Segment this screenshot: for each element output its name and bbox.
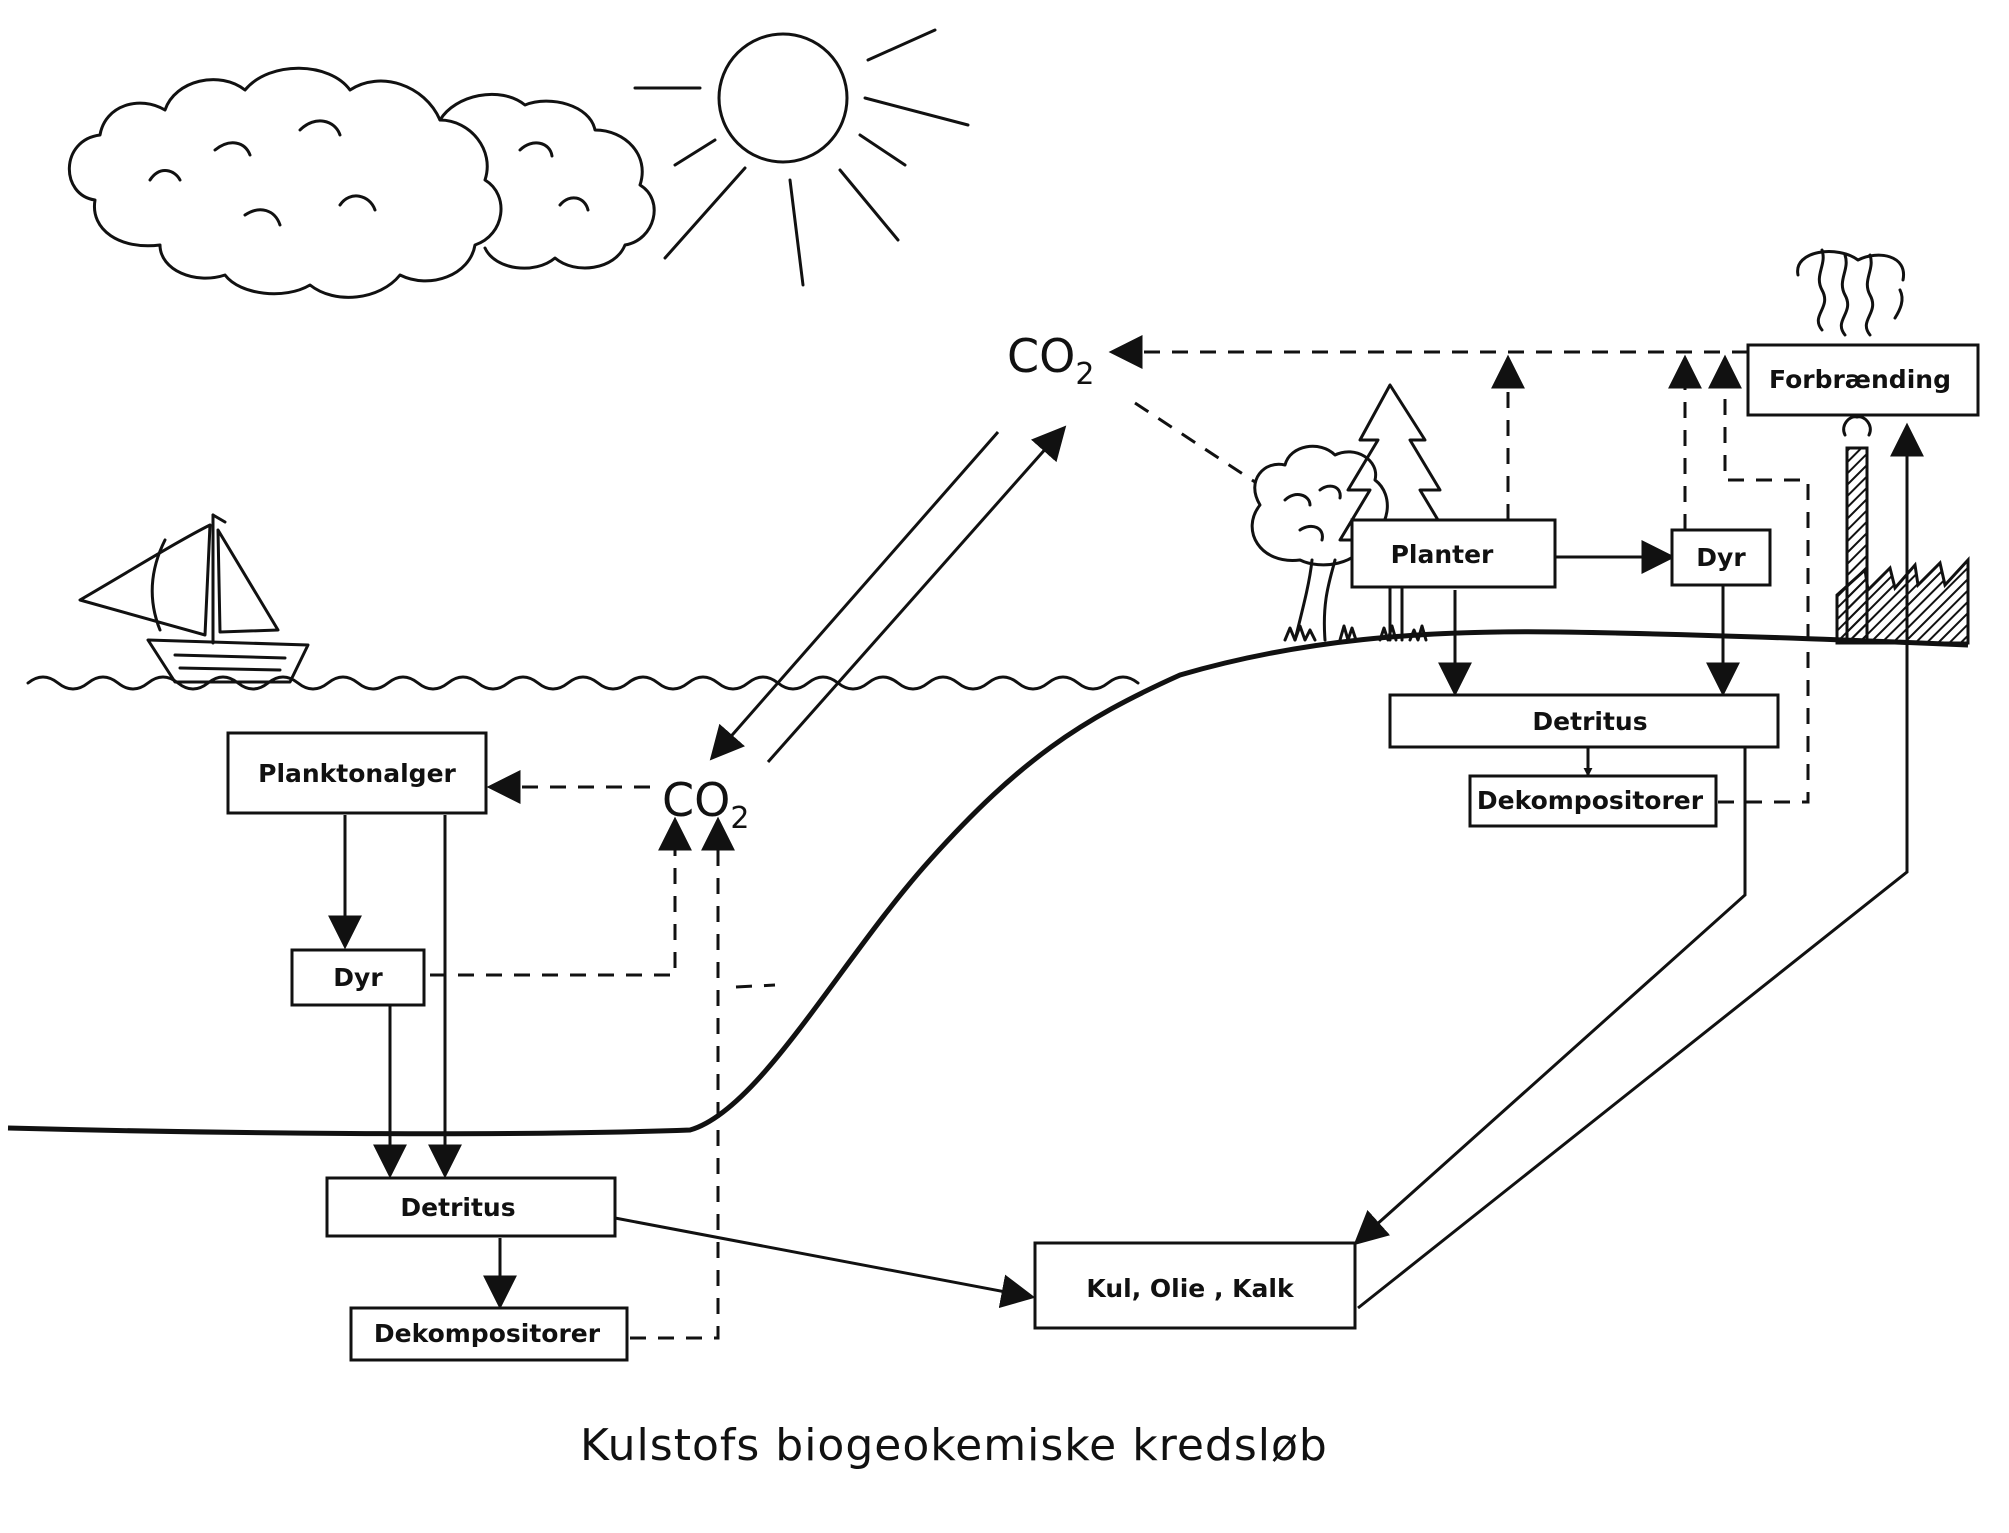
box-ocean-animals: Dyr [290,948,426,1007]
box-land-animals-label: Dyr [1696,543,1746,572]
cloud-icon [67,66,656,299]
arrow-animals-to-co2 [430,816,692,977]
arrow-fossil-to-combustion [1357,422,1924,1310]
box-fossil: Kul, Olie , Kalk [1033,1241,1357,1330]
arrow-detritus-to-fossil [614,1216,1036,1309]
water-surface [26,675,1140,691]
box-land-detritus-label: Detritus [1532,707,1647,736]
box-ocean-detritus-label: Detritus [400,1193,515,1222]
factory-icon [1835,415,1970,645]
box-ocean-detritus: Detritus [325,1176,617,1238]
smoke-icon [1796,248,1905,337]
arrow-decomposers-to-co2-land [1708,354,1810,804]
box-ocean-decomposers-label: Dekompositorer [374,1319,601,1348]
sailboat-icon [78,513,310,684]
box-combustion: Forbrænding [1746,343,1980,417]
arrow-water-to-atm-co2 [766,425,1067,763]
co2-water-sub: 2 [730,801,749,836]
arrow-land-detritus-to-fossil [1353,747,1747,1246]
ground-profile [7,629,1969,1137]
box-fossil-label: Kul, Olie , Kalk [1086,1274,1295,1303]
co2-water-label: CO2 [662,773,749,836]
co2-water-base: CO [662,773,730,827]
box-land-decomposers-label: Dekompositorer [1477,786,1704,815]
dash-stub [735,983,776,989]
co2-atmosphere-base: CO [1007,329,1075,383]
box-combustion-label: Forbrænding [1769,365,1951,394]
arrow-decomposers-to-co2 [630,816,735,1340]
co2-atmosphere-label: CO2 [1007,329,1094,392]
box-plankton: Planktonalger [226,731,488,815]
co2-atmosphere-sub: 2 [1075,357,1094,392]
box-land-plants-label: Planter [1391,540,1494,569]
box-ocean-animals-label: Dyr [333,963,383,992]
pine-tree-icon [1338,383,1452,642]
sun-icon [633,28,970,287]
dash-co2-to-plants [1134,401,1256,484]
box-land-decomposers: Dekompositorer [1468,774,1718,828]
box-plankton-label: Planktonalger [258,759,456,788]
box-land-plants: Planter [1350,518,1557,589]
diagram-caption: Kulstofs biogeokemiske kredsløb [580,1420,1328,1471]
box-land-detritus: Detritus [1388,693,1780,749]
arrow-atm-to-water-co2 [709,431,1000,761]
box-ocean-decomposers: Dekompositorer [349,1306,629,1362]
box-land-animals: Dyr [1670,528,1772,587]
